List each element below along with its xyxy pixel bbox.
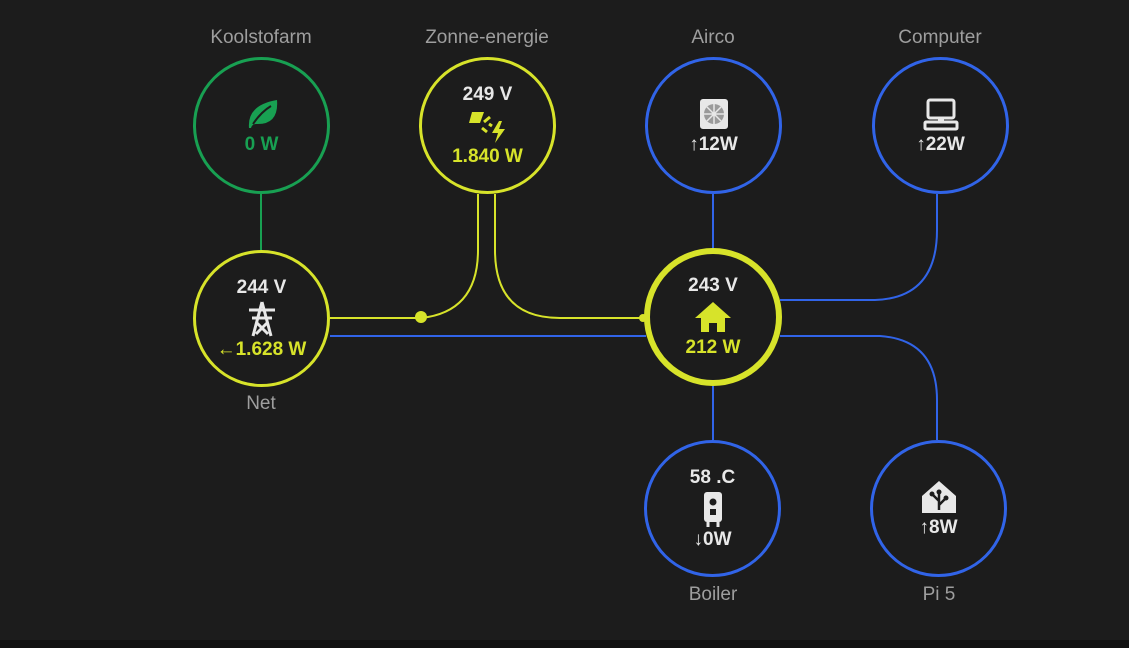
home-voltage: 243 V [688,275,738,296]
computer-node[interactable]: ↑22W [872,57,1009,194]
solar-to-grid-line [420,194,479,319]
grid-node[interactable]: 244 V ←1.628 W [193,250,330,387]
airco-value: ↑12W [689,133,738,155]
home-to-pi5-line [780,335,938,440]
grid-label: Net [246,393,276,414]
grid-value: ←1.628 W [216,338,307,360]
pi5-label: Pi 5 [922,584,956,605]
boiler-value: ↓0W [693,528,732,550]
pi5-node[interactable]: ↑8W [870,440,1007,577]
boiler-label: Boiler [688,584,738,605]
home-to-computer-line [780,194,938,301]
airco-label: Airco [691,27,735,48]
solar-label: Zonne-energie [425,27,549,48]
airco-node[interactable]: ↑12W [645,57,782,194]
home-assistant-icon [919,478,959,516]
grid-voltage: 244 V [236,276,287,298]
low-carbon-node[interactable]: 0 W [193,57,330,194]
pi5-value: ↑8W [919,516,958,538]
boiler-node[interactable]: 58 .C ↓0W [644,440,781,577]
low-carbon-value: 0 W [244,133,279,155]
solar-power-icon [468,107,508,145]
solar-value: 1.840 W [452,145,523,167]
transmission-tower-icon [245,300,279,338]
water-boiler-icon [699,490,727,528]
solar-node[interactable]: 249 V 1.840 W [419,57,556,194]
home-node[interactable]: 243 V 212 W [644,248,782,386]
leaf-icon [243,95,281,133]
home-icon [693,298,733,336]
computer-label: Computer [898,27,982,48]
flow-dot [415,311,427,323]
bottom-divider [0,640,1129,648]
solar-to-home-line [494,194,643,319]
desktop-computer-icon [922,95,960,133]
solar-voltage: 249 V [462,83,513,105]
home-value: 212 W [685,337,741,358]
computer-value: ↑22W [916,133,965,155]
boiler-temperature: 58 .C [689,466,736,488]
air-conditioner-icon [697,95,731,133]
low-carbon-label: Koolstofarm [210,27,312,48]
